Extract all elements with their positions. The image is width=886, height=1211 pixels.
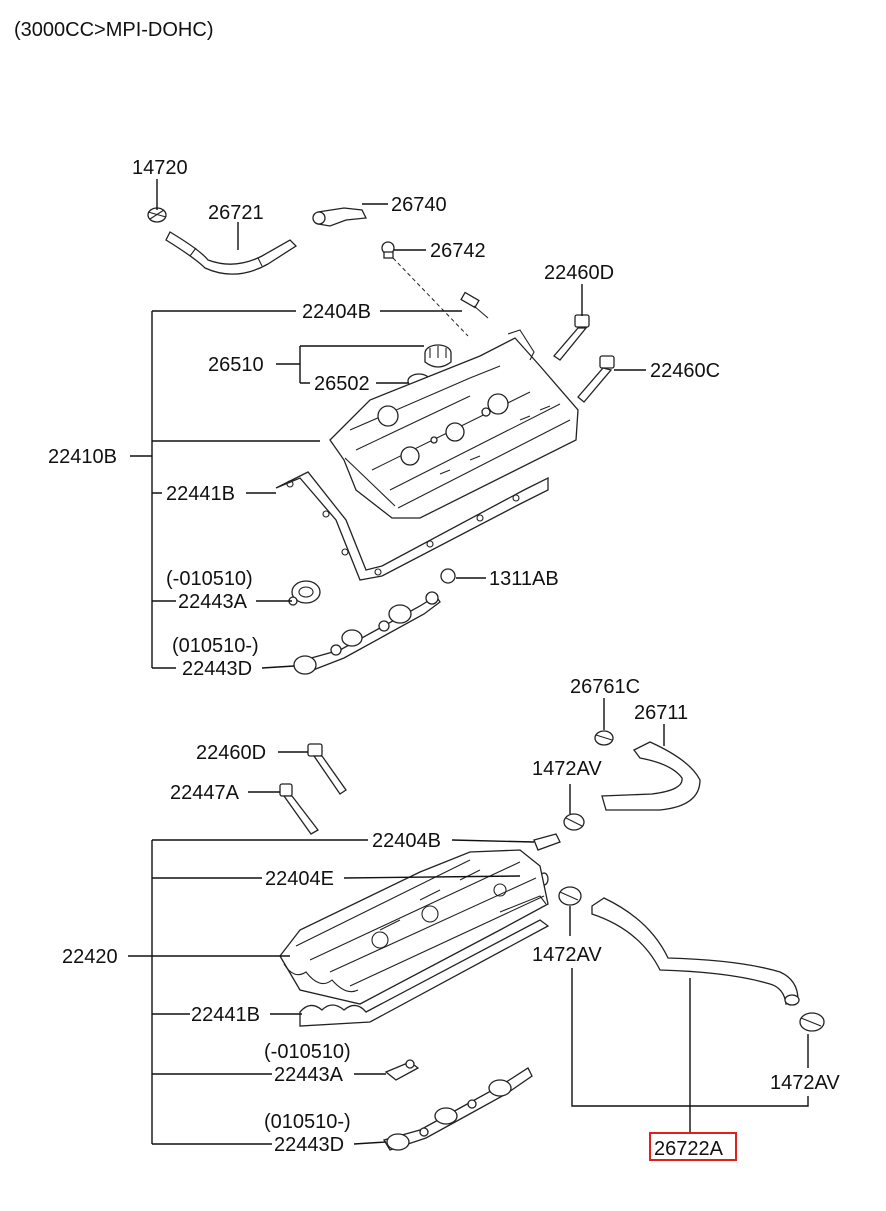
nut-1311ab-drawing [440, 568, 456, 584]
bracket-26722a [571, 968, 809, 1132]
date-before-top: (-010510) [166, 568, 253, 590]
valve-cover-22420-drawing [279, 849, 549, 1005]
label-1472av-a[interactable]: 1472AV [532, 758, 602, 780]
label-22441b-bot[interactable]: 22441B [191, 1004, 260, 1026]
label-1472av-c[interactable]: 1472AV [770, 1072, 840, 1094]
label-22460d-bot[interactable]: 22460D [196, 742, 266, 764]
clamp-26761c-drawing [594, 730, 614, 746]
engine-spec-header: (3000CC>MPI-DOHC) [14, 19, 213, 41]
dash-26742-to-cover [392, 257, 469, 337]
bolt-22460d-bot-drawing [307, 743, 347, 795]
oil-cap-26510-drawing [424, 344, 452, 368]
label-22443d-bot[interactable]: 22443D [274, 1134, 344, 1156]
label-26721[interactable]: 26721 [208, 202, 264, 224]
leader-22443d-bot [353, 1141, 387, 1145]
label-22460c[interactable]: 22460C [650, 360, 720, 382]
label-26711[interactable]: 26711 [634, 702, 688, 724]
grommet-26742-drawing [381, 241, 395, 259]
clamp-1472av-c-drawing [799, 1012, 825, 1032]
hose-26711-drawing [601, 741, 701, 811]
label-22404e[interactable]: 22404E [265, 868, 334, 890]
label-26510[interactable]: 26510 [208, 354, 264, 376]
leader-22443d-top [261, 665, 295, 669]
leader-22404e [343, 875, 521, 879]
bolt-22460d-top-drawing [553, 314, 590, 361]
date-before-bot: (-010510) [264, 1041, 351, 1063]
label-22404b-bot[interactable]: 22404B [372, 830, 441, 852]
label-22460d-top[interactable]: 22460D [544, 262, 614, 284]
pin-22404b-top-drawing [460, 291, 489, 319]
label-22447a[interactable]: 22447A [170, 782, 240, 804]
seal-22443a-top-drawing [288, 580, 321, 606]
date-after-bot: (010510-) [264, 1111, 351, 1133]
label-22404b-top[interactable]: 22404B [302, 301, 371, 323]
bolt-22460c-drawing [577, 355, 615, 403]
label-14720[interactable]: 14720 [132, 157, 188, 179]
seal-22443d-bot-drawing [383, 1067, 533, 1151]
label-26502[interactable]: 26502 [314, 373, 370, 395]
valve-cover-22410b-drawing [329, 329, 579, 519]
date-after-top: (010510-) [172, 635, 259, 657]
seal-22443a-bot-drawing [384, 1059, 420, 1081]
label-22410b[interactable]: 22410B [48, 446, 117, 468]
leader-22404b-bot [451, 839, 535, 843]
clamp-1472av-a-drawing [563, 813, 585, 831]
label-22443d-top[interactable]: 22443D [182, 658, 252, 680]
label-22441b-top[interactable]: 22441B [166, 483, 235, 505]
bolt-22447a-drawing [279, 783, 319, 835]
bracket-26510 [276, 345, 424, 384]
hose-26721-drawing [165, 231, 298, 275]
bracket-22420 [128, 839, 368, 1145]
highlight-26722a-box [649, 1132, 737, 1161]
clamp-1472av-b-drawing [558, 886, 582, 906]
pin-22404b-bot-drawing [533, 833, 561, 851]
label-1472av-b[interactable]: 1472AV [532, 944, 602, 966]
bracket-22410b [130, 310, 320, 669]
clamp-14720-drawing [147, 207, 167, 223]
label-26761c[interactable]: 26761C [570, 676, 640, 698]
label-26722a[interactable]: 26722A [654, 1138, 724, 1160]
hose-26722a-drawing [591, 897, 800, 1006]
label-26740[interactable]: 26740 [391, 194, 447, 216]
label-1311ab[interactable]: 1311AB [489, 568, 559, 590]
label-26742[interactable]: 26742 [430, 240, 486, 262]
seal-22443d-top-drawing [293, 591, 441, 675]
label-22420[interactable]: 22420 [62, 946, 118, 968]
label-22443a-top[interactable]: 22443A [178, 591, 248, 613]
fitting-26740-drawing [312, 207, 368, 227]
label-22443a-bot[interactable]: 22443A [274, 1064, 344, 1086]
gasket-22441b-bot-drawing [299, 895, 550, 1027]
gasket-22441b-top-drawing [275, 471, 549, 581]
